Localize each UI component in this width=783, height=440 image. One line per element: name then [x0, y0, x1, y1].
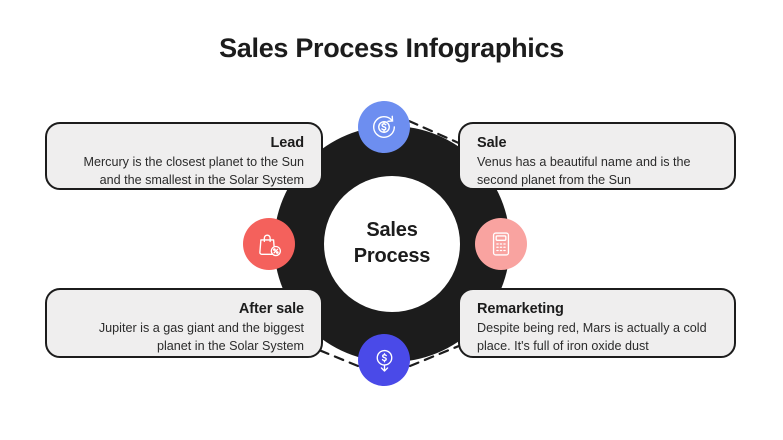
step-body-remarketing: Despite being red, Mars is actually a co…: [477, 321, 707, 353]
step-card-sale[interactable]: Sale Venus has a beautiful name and is t…: [458, 122, 736, 190]
ring-inner-circle: Sales Process: [324, 176, 460, 312]
step-title-sale: Sale: [477, 135, 507, 151]
step-title-remarketing: Remarketing: [477, 301, 564, 317]
step-card-after-sale[interactable]: After sale Jupiter is a gas giant and th…: [45, 288, 323, 358]
money-cycle-icon[interactable]: [358, 101, 410, 153]
calculator-icon[interactable]: [475, 218, 527, 270]
center-label-line1: Sales: [366, 219, 418, 242]
center-label-line2: Process: [353, 245, 431, 267]
step-body-lead: Mercury is the closest planet to the Sun…: [83, 155, 304, 187]
shopping-bag-discount-icon[interactable]: [243, 218, 295, 270]
step-card-lead[interactable]: Lead Mercury is the closest planet to th…: [45, 122, 323, 190]
step-card-remarketing[interactable]: Remarketing Despite being red, Mars is a…: [458, 288, 736, 358]
page-title: Sales Process Infographics: [219, 33, 564, 63]
step-body-after-sale: Jupiter is a gas giant and the biggest p…: [98, 321, 304, 353]
coin-down-arrow-icon[interactable]: [358, 334, 410, 386]
step-title-lead: Lead: [270, 135, 305, 151]
step-title-after-sale: After sale: [238, 301, 304, 317]
step-body-sale: Venus has a beautiful name and is the se…: [477, 155, 691, 187]
center-label: Sales Process: [353, 218, 431, 269]
